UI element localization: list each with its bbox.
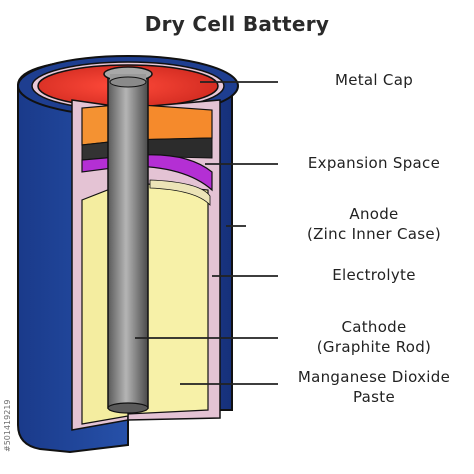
graphite-rod [107, 77, 149, 409]
electrolyte-band [149, 179, 211, 207]
label-cathode: Cathode [341, 318, 407, 336]
stock-id: #501419219 [3, 399, 12, 452]
leader-lines [135, 81, 278, 385]
label-electrolyte: Electrolyte [332, 266, 416, 284]
label-cathode-detail: (Graphite Rod) [316, 338, 432, 356]
label-paste: Paste [353, 388, 395, 406]
label-anode-detail: (Zinc Inner Case) [306, 225, 442, 243]
label-metal-cap: Metal Cap [334, 71, 414, 89]
label-anode: Anode [349, 205, 399, 223]
label-expansion-space: Expansion Space [307, 154, 441, 172]
diagram-title: Dry Cell Battery [144, 12, 330, 36]
label-manganese-dioxide: Manganese Dioxide [297, 368, 451, 386]
graphite-rod-bottom [107, 402, 149, 414]
